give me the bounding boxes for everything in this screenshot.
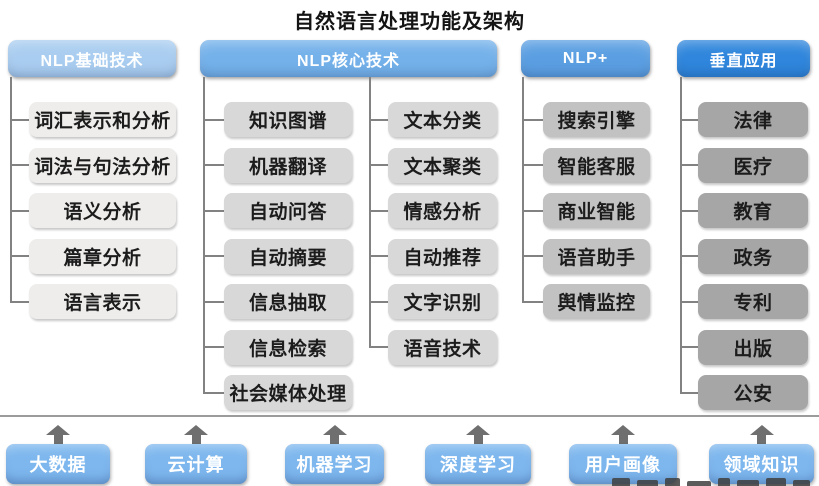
connector-stub — [680, 391, 698, 394]
node-box: 公安 — [698, 375, 808, 410]
node-box: 自动问答 — [224, 193, 352, 228]
connector-trunk — [522, 77, 524, 303]
node-box: 自动摘要 — [224, 238, 352, 274]
foundation-box: 深度学习 — [425, 444, 531, 484]
up-arrow-icon — [322, 425, 347, 435]
connector-trunk — [203, 77, 205, 394]
separator-line — [0, 415, 819, 417]
up-arrow-icon — [46, 425, 70, 435]
node-box: 智能客服 — [543, 147, 650, 183]
connector-trunk — [10, 77, 12, 303]
watermark-glyph-fragment — [793, 480, 810, 486]
node-box: 信息检索 — [224, 329, 352, 365]
node-box: 语言表示 — [29, 284, 176, 319]
node-box: 情感分析 — [388, 193, 497, 228]
node-box: 舆情监控 — [543, 284, 650, 319]
watermark-glyph-fragment — [718, 478, 730, 486]
node-box: 法律 — [698, 102, 808, 137]
connector-stub — [680, 346, 698, 348]
column-header: 垂直应用 — [677, 40, 810, 77]
connector-stub — [10, 300, 29, 303]
connector-stub — [203, 300, 224, 303]
node-box: 教育 — [698, 193, 808, 228]
column-header: NLP+ — [521, 40, 650, 77]
connector-stub — [203, 118, 224, 121]
connector-trunk — [369, 77, 371, 348]
connector-stub — [522, 164, 543, 166]
node-box: 搜索引擎 — [543, 102, 650, 137]
up-arrow-icon — [611, 425, 635, 435]
connector-stub — [680, 255, 698, 257]
node-box: 知识图谱 — [224, 102, 352, 137]
node-box: 专利 — [698, 284, 808, 319]
up-arrow-stem — [330, 434, 339, 444]
connector-stub — [203, 164, 224, 166]
connector-stub — [522, 209, 543, 212]
connector-stub — [10, 164, 29, 166]
node-box: 医疗 — [698, 147, 808, 183]
node-box: 出版 — [698, 329, 808, 365]
watermark-glyph-fragment — [737, 480, 759, 486]
watermark-glyph-fragment — [687, 481, 711, 486]
node-box: 商业智能 — [543, 193, 650, 228]
connector-stub — [203, 255, 224, 257]
connector-stub — [522, 300, 543, 303]
node-box: 篇章分析 — [29, 238, 176, 274]
up-arrow-stem — [473, 434, 483, 444]
foundation-box: 领域知识 — [709, 444, 814, 484]
node-box: 社会媒体处理 — [224, 375, 352, 410]
node-box: 文本分类 — [388, 102, 497, 137]
watermark-fragment — [612, 478, 818, 486]
up-arrow-icon — [466, 425, 490, 435]
watermark-glyph-fragment — [766, 478, 786, 486]
connector-stub — [203, 209, 224, 212]
node-box: 文本聚类 — [388, 147, 497, 183]
connector-stub — [203, 346, 224, 348]
foundation-box: 机器学习 — [285, 444, 384, 484]
up-arrow-icon — [184, 425, 208, 435]
up-arrow-icon — [749, 425, 774, 435]
node-box: 语音助手 — [543, 238, 650, 274]
connector-stub — [680, 164, 698, 166]
foundation-box: 用户画像 — [569, 444, 677, 484]
connector-stub — [522, 118, 543, 121]
watermark-glyph-fragment — [637, 480, 658, 486]
connector-stub — [203, 391, 224, 394]
connector-stub — [680, 300, 698, 303]
watermark-glyph-fragment — [665, 478, 680, 486]
node-box: 政务 — [698, 238, 808, 274]
foundation-box: 云计算 — [145, 444, 247, 484]
connector-stub — [680, 118, 698, 121]
foundation-box: 大数据 — [6, 444, 110, 484]
connector-stub — [522, 255, 543, 257]
up-arrow-stem — [191, 434, 201, 444]
node-box: 词汇表示和分析 — [29, 102, 176, 137]
up-arrow-stem — [53, 434, 63, 444]
connector-stub — [369, 255, 388, 257]
up-arrow-stem — [757, 434, 766, 444]
column-header: NLP核心技术 — [200, 40, 497, 77]
connector-stub — [369, 300, 388, 303]
diagram-title: 自然语言处理功能及架构 — [294, 11, 525, 33]
connector-stub — [10, 118, 29, 121]
node-box: 语义分析 — [29, 193, 176, 228]
node-box: 文字识别 — [388, 284, 497, 319]
connector-stub — [369, 164, 388, 166]
up-arrow-stem — [618, 434, 628, 444]
node-box: 词法与句法分析 — [29, 147, 176, 183]
node-box: 机器翻译 — [224, 147, 352, 183]
column-header: NLP基础技术 — [8, 40, 176, 77]
watermark-glyph-fragment — [612, 478, 630, 486]
node-box: 信息抽取 — [224, 284, 352, 319]
connector-stub — [10, 255, 29, 257]
connector-stub — [369, 118, 388, 121]
connector-trunk — [680, 77, 682, 394]
connector-stub — [369, 209, 388, 212]
connector-stub — [680, 209, 698, 212]
connector-stub — [369, 346, 388, 348]
connector-stub — [10, 209, 29, 212]
node-box: 语音技术 — [388, 329, 497, 365]
node-box: 自动推荐 — [388, 238, 497, 274]
